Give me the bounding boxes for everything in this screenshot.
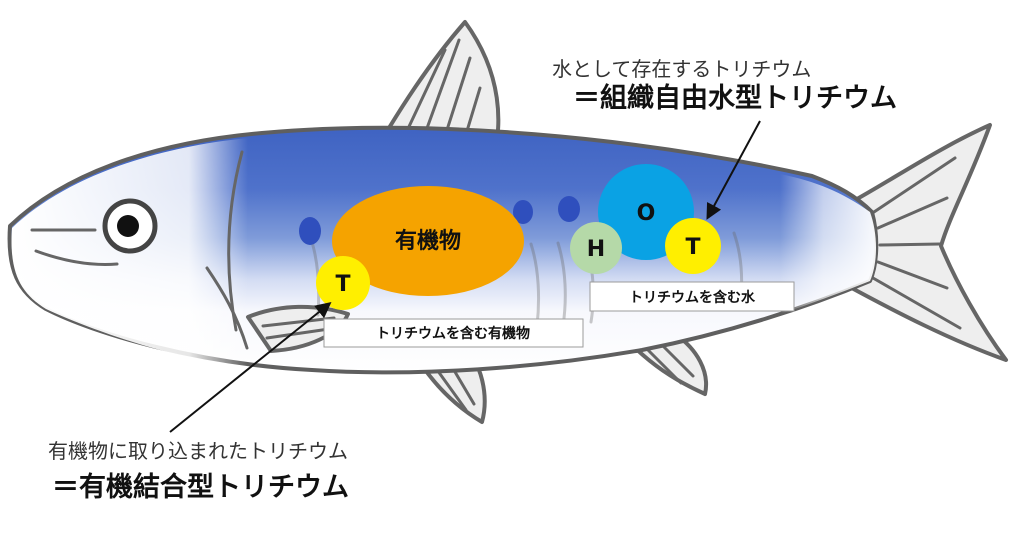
top-annotation-line-2: ＝組織自由水型トリチウム [573, 82, 897, 114]
bottom-arrow [169, 301, 332, 433]
hydrogen-label: H [587, 237, 605, 262]
body-dot [558, 196, 580, 222]
tail-fin [846, 123, 1008, 362]
organic-tritium-label: T [335, 272, 350, 297]
annotations: 水として存在するトリチウム ＝組織自由水型トリチウム 有機物に取り込まれたトリチ… [48, 57, 897, 503]
top-arrow [706, 120, 761, 220]
top-annotation-line-1: 水として存在するトリチウム [552, 57, 811, 81]
bottom-annotation-line-2: ＝有機結合型トリチウム [52, 471, 349, 503]
organic-box-label: トリチウムを含む有機物 [376, 325, 530, 342]
organic-matter-group: 有機物 T トリチウムを含む有機物 [316, 186, 584, 348]
body-dot [299, 217, 321, 245]
oxygen-label: O [637, 201, 656, 226]
water-box-label: トリチウムを含む水 [629, 289, 756, 306]
organic-matter-label: 有機物 [395, 228, 461, 254]
tail-fade [780, 174, 876, 314]
hydrogen-atom [570, 222, 622, 274]
water-molecule-group: O H T トリチウムを含む水 [570, 164, 795, 312]
water-tritium-atom [665, 218, 721, 274]
body-dot [513, 200, 533, 224]
organic-box [323, 318, 584, 348]
arrows [169, 120, 761, 433]
water-box [589, 281, 795, 312]
organic-tritium-atom [316, 256, 370, 310]
water-tritium-label: T [685, 235, 700, 260]
fish-eye-pupil [117, 215, 139, 237]
organic-matter-ellipse [332, 186, 524, 296]
bottom-annotation-line-1: 有機物に取り込まれたトリチウム [48, 439, 348, 463]
